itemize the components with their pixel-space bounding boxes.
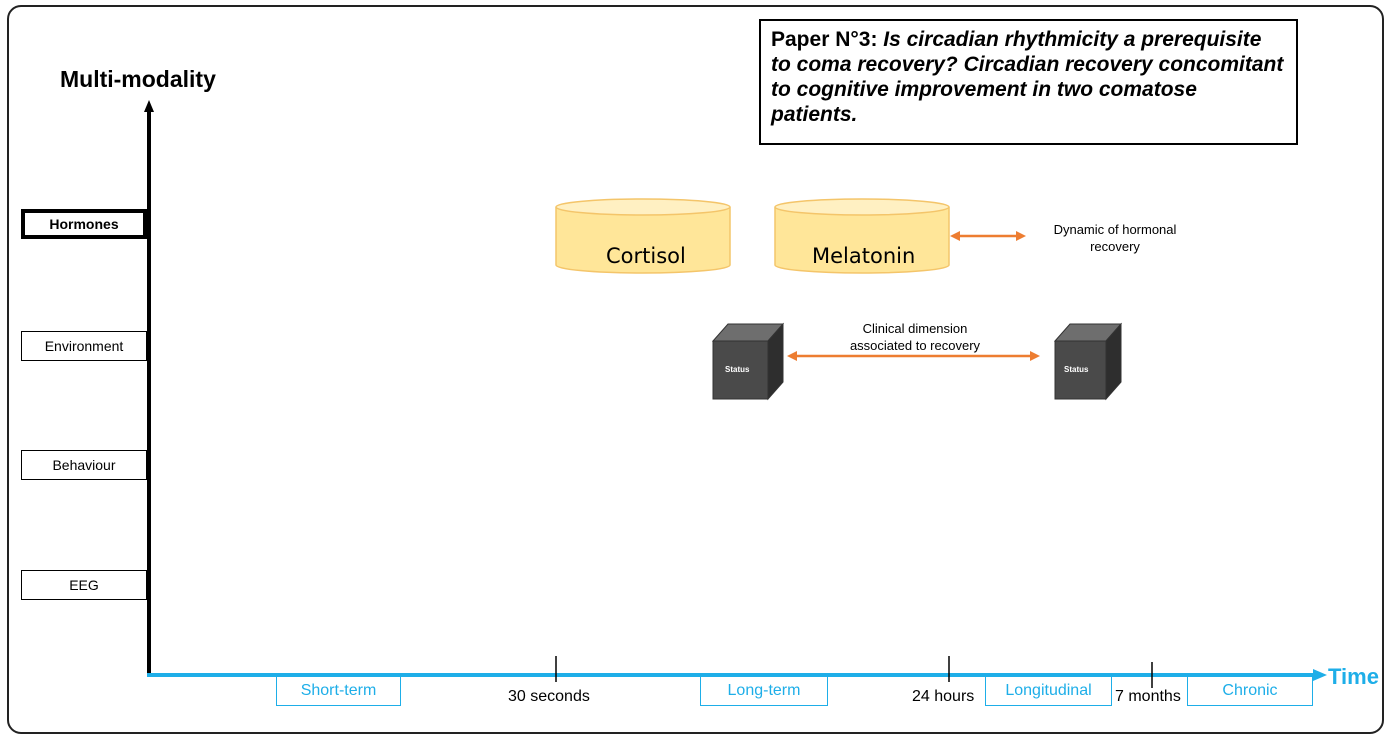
y-axis-arrowhead bbox=[144, 100, 154, 112]
hormone-arrow bbox=[950, 231, 1026, 241]
tick-label-24-hours: 24 hours bbox=[912, 688, 975, 705]
paper-title-box: Paper N°3: Is circadian rhythmicity a pr… bbox=[759, 19, 1298, 145]
cortisol-cylinder bbox=[555, 198, 731, 274]
paper-prefix: Paper N°3: bbox=[771, 28, 884, 51]
clinical-note-line-2: associated to recovery bbox=[849, 338, 981, 353]
category-behaviour: Behaviour bbox=[21, 450, 147, 480]
melatonin-cylinder bbox=[774, 198, 950, 274]
clinical-dimension-note: Clinical dimension associated to recover… bbox=[820, 320, 1010, 354]
y-axis-title: Multi-modality bbox=[60, 66, 216, 92]
category-eeg: EEG bbox=[21, 570, 147, 600]
clinical-note-line-1: Clinical dimension bbox=[862, 321, 968, 336]
phase-chronic: Chronic bbox=[1187, 676, 1313, 706]
hormonal-recovery-note: Dynamic of hormonal recovery bbox=[1030, 221, 1200, 255]
status-cube-right bbox=[1053, 322, 1123, 401]
phase-long-term: Long-term bbox=[700, 676, 828, 706]
status-arrow bbox=[787, 351, 1040, 361]
status-cube-right-label: Status bbox=[1064, 365, 1089, 374]
category-hormones: Hormones bbox=[21, 209, 147, 239]
status-cube-left bbox=[711, 322, 785, 401]
category-environment: Environment bbox=[21, 331, 147, 361]
phase-short-term: Short-term bbox=[276, 676, 401, 706]
phase-longitudinal: Longitudinal bbox=[985, 676, 1112, 706]
hormonal-note-line-1: Dynamic of hormonal bbox=[1053, 222, 1177, 237]
x-axis-arrowhead bbox=[1313, 669, 1327, 681]
cortisol-label: Cortisol bbox=[606, 244, 686, 268]
melatonin-label: Melatonin bbox=[812, 244, 916, 268]
status-cube-left-label: Status bbox=[725, 365, 750, 374]
tick-label-7-months: 7 months bbox=[1115, 688, 1181, 705]
tick-label-30-seconds: 30 seconds bbox=[508, 688, 590, 705]
hormonal-note-line-2: recovery bbox=[1090, 239, 1140, 254]
x-axis-title: Time bbox=[1328, 664, 1379, 689]
paper-title: Is circadian rhythmicity a prerequisite … bbox=[771, 28, 1284, 126]
diagram-frame bbox=[7, 5, 1384, 734]
